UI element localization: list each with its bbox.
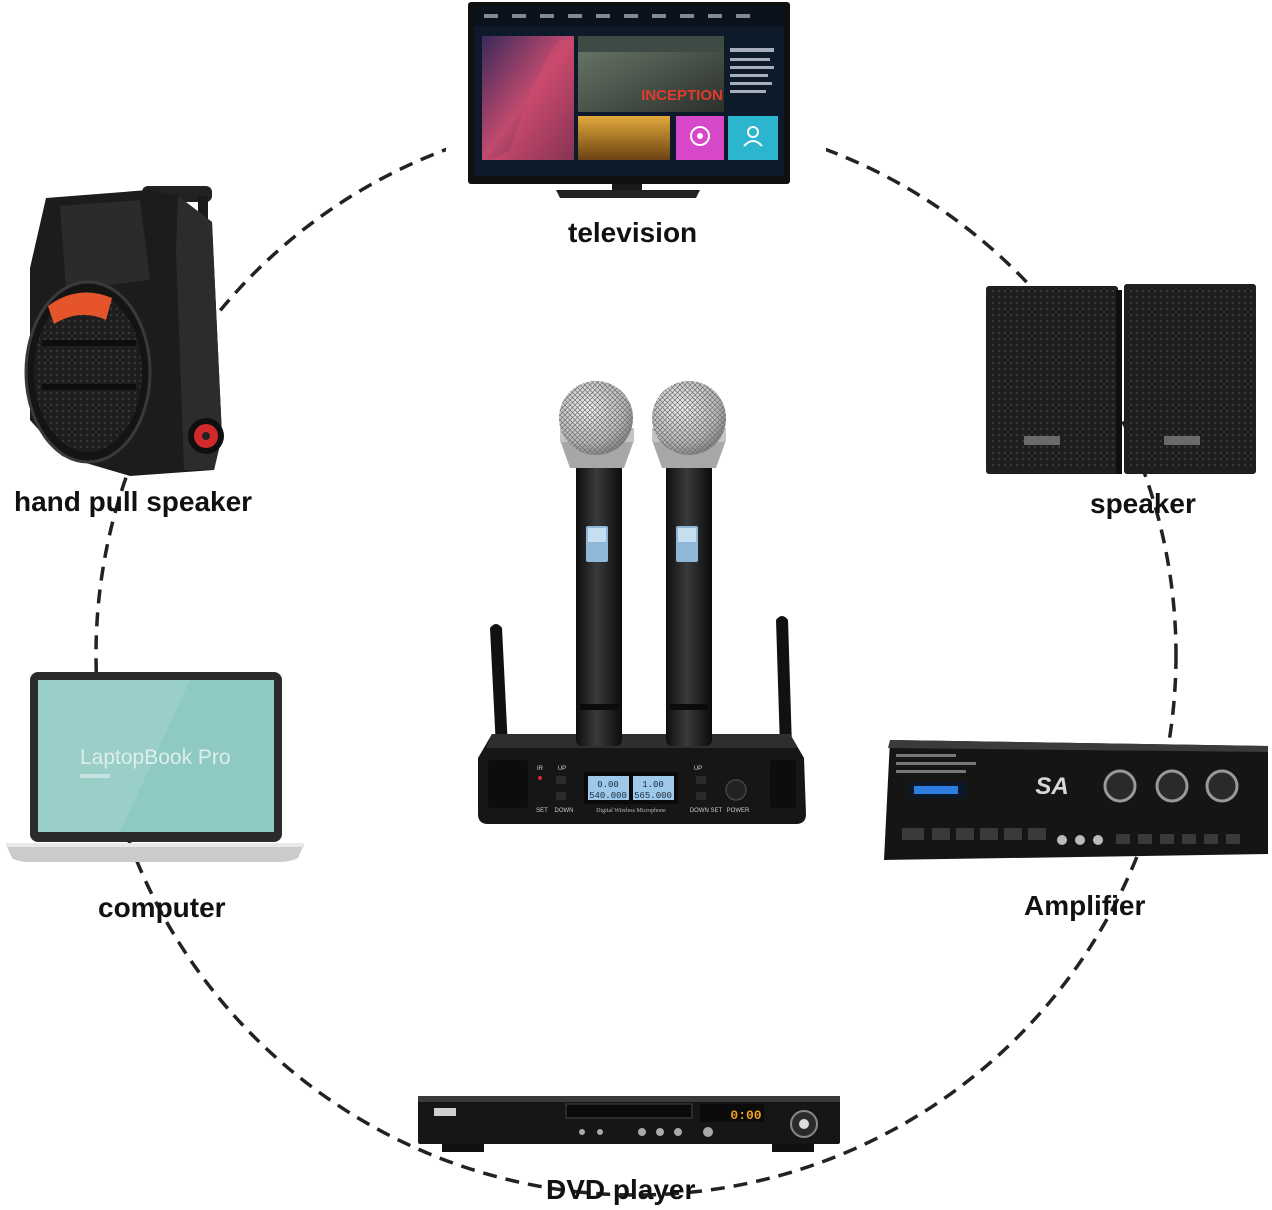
btn-ir-label: IR — [537, 766, 544, 772]
btn-down-set-label: DOWN SET — [690, 808, 723, 814]
label-dvd-player: DVD player — [546, 1174, 696, 1205]
btn-up-label: UP — [558, 766, 566, 772]
dvd-display: 0:00 — [730, 1108, 761, 1123]
dvd-player-icon: 0:00 — [418, 1096, 840, 1152]
connection-ring — [94, 113, 1178, 1197]
label-speaker: speaker — [1090, 488, 1196, 519]
laptop-screen-text: LaptopBook Pro — [80, 746, 231, 769]
btn-power-label: POWER — [727, 808, 750, 814]
display-a-bottom: 540.000 — [589, 791, 627, 801]
amp-logo: SA — [1035, 773, 1068, 800]
amplifier-icon: SA — [884, 740, 1268, 860]
receiver-panel-label: Digital Wireless Microphone — [596, 808, 666, 814]
btn-up-right-label: UP — [694, 766, 702, 772]
speaker-pair-icon — [986, 284, 1256, 474]
television-icon: INCEPTION — [446, 0, 826, 204]
laptop-icon: LaptopBook Pro — [6, 672, 304, 862]
label-amplifier: Amplifier — [1024, 890, 1146, 921]
display-b-bottom: 565.000 — [634, 791, 672, 801]
label-computer: computer — [98, 892, 226, 923]
label-hand-pull-speaker: hand pull speaker — [14, 486, 253, 517]
display-a-top: 0.00 — [597, 780, 619, 790]
wireless-microphone-system: 0.00 540.000 1.00 565.000 IR UP SET DOWN… — [478, 381, 806, 824]
tv-movie-title: INCEPTION — [641, 87, 723, 104]
label-television: television — [568, 217, 698, 248]
display-b-top: 1.00 — [642, 780, 664, 790]
btn-down-label: DOWN — [555, 808, 574, 814]
btn-set-label: SET — [536, 808, 548, 814]
hand-pull-speaker-icon — [24, 186, 224, 476]
